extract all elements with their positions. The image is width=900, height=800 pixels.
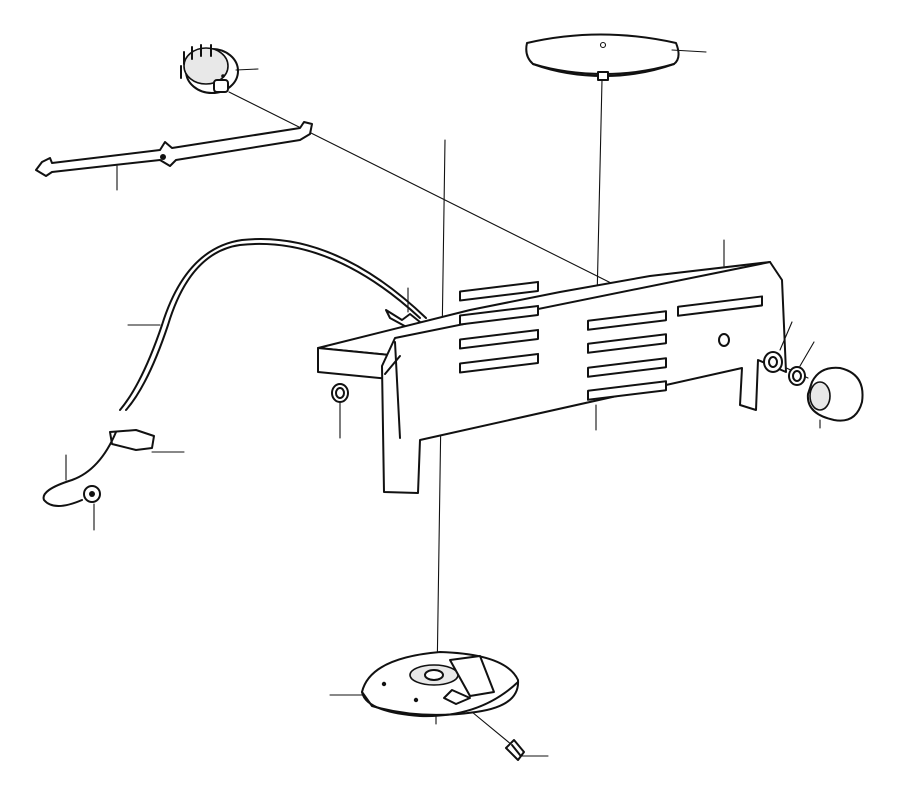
hex-nut-leader bbox=[799, 341, 815, 367]
top-disc-spindle bbox=[597, 71, 609, 81]
left-washer-hole bbox=[335, 387, 345, 399]
vent-slot bbox=[677, 295, 763, 317]
rotary-switch bbox=[180, 44, 259, 94]
top-disc-axis-line bbox=[596, 79, 603, 301]
rotary-switch-leader bbox=[235, 68, 259, 71]
screw bbox=[505, 739, 549, 761]
rotary-switch-face bbox=[183, 47, 229, 85]
bottom-plate-rivet bbox=[413, 697, 419, 703]
top-disc bbox=[525, 33, 707, 81]
cable-sheath-outer bbox=[119, 238, 427, 411]
screw-axis-line bbox=[471, 711, 513, 746]
cable-sheath bbox=[125, 242, 421, 411]
cable-inner-wire bbox=[42, 431, 117, 507]
cable-assembly bbox=[42, 238, 427, 531]
screw-slot bbox=[511, 744, 521, 756]
cover-housing bbox=[317, 239, 787, 494]
lever-arm-body bbox=[35, 121, 313, 177]
lever-pivot-hole bbox=[160, 154, 166, 160]
lever-arm bbox=[35, 121, 313, 191]
star-washer-leader bbox=[779, 321, 793, 351]
vent-slot bbox=[459, 328, 539, 350]
left-washer bbox=[331, 383, 349, 439]
rotary-switch-shaft bbox=[213, 79, 229, 93]
knob-mount-hole bbox=[718, 333, 730, 347]
hex-nut-hole bbox=[792, 370, 802, 382]
vent-slots bbox=[459, 280, 763, 401]
vent-slot bbox=[459, 352, 539, 374]
top-disc-leader bbox=[671, 49, 707, 53]
cable-end-button-core bbox=[89, 491, 95, 497]
vent-slot bbox=[459, 304, 539, 326]
bottom-plate-tab bbox=[443, 689, 471, 705]
vent-slot bbox=[587, 380, 667, 401]
bottom-plate bbox=[329, 651, 520, 725]
vent-slot bbox=[587, 310, 667, 331]
housing-front-edge bbox=[394, 341, 401, 439]
bottom-plate-center-hole bbox=[424, 669, 444, 681]
bottom-plate-cutout bbox=[449, 655, 495, 697]
housing-front-panel bbox=[381, 261, 787, 494]
vent-slot bbox=[459, 280, 539, 302]
top-disc-center-hole bbox=[599, 41, 607, 49]
vent-slot bbox=[587, 357, 667, 378]
knob-assembly bbox=[763, 321, 864, 429]
star-washer-hole bbox=[768, 356, 778, 368]
switch-screw-dot bbox=[221, 74, 225, 78]
rotary-switch-axis-line bbox=[228, 91, 626, 291]
bottom-plate-rim bbox=[361, 681, 519, 718]
cable-clamp bbox=[109, 429, 155, 451]
vent-slot bbox=[587, 333, 667, 354]
bottom-plate-rivet bbox=[381, 681, 387, 687]
housing-corner-edge bbox=[384, 355, 401, 375]
control-knob-face bbox=[809, 381, 831, 411]
